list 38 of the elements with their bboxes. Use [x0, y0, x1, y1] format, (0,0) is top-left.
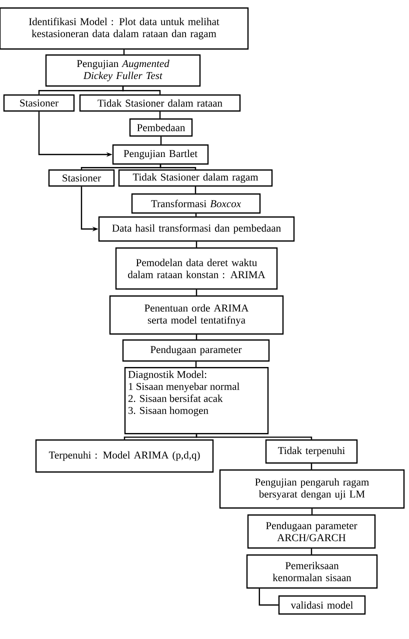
connector	[196, 334, 198, 340]
process-box: Tidak Stasioner dalam ragam	[118, 169, 273, 187]
process-box: Terpenuhi : Model ARIMA (p,d,q)	[35, 439, 214, 473]
connector	[196, 434, 312, 440]
connector	[196, 242, 198, 248]
process-box: Diagnostik Model: 1 Sisaan menyebar normal 2. Sisaan bersifat acak 3. Sisaan homogen	[124, 367, 269, 434]
process-box: Pengujian Bartlet	[112, 144, 209, 165]
connector	[123, 50, 125, 54]
connector	[160, 136, 162, 144]
process-box: Pendugaan parameter ARCH/GARCH	[247, 514, 376, 549]
process-box: Stasioner	[48, 169, 115, 187]
connector	[80, 164, 162, 170]
connector	[310, 464, 312, 470]
process-box: Pemeriksaan kenormalan sisaan	[246, 554, 378, 589]
process-box: Identifikasi Model : Plot data untuk melihat kestasioneran data dalam rataan dan ragam	[0, 7, 249, 50]
connector	[258, 588, 278, 606]
process-box: Tidak Stasioner dalam rataan	[79, 94, 241, 112]
connector	[194, 186, 196, 194]
process-box: validasi model	[278, 595, 366, 615]
connector	[195, 214, 197, 216]
connector	[122, 86, 161, 94]
process-box: Pemodelan data deret waktu dalam rataan konstan : ARIMA	[115, 247, 278, 290]
connector	[124, 434, 198, 440]
connector	[310, 548, 312, 554]
connector	[160, 164, 196, 170]
process-box: Tidak terpenuhi	[265, 439, 358, 464]
connector	[195, 362, 197, 367]
process-box: Penentuan orde ARIMA serta model tentatifnya	[109, 295, 284, 335]
connector	[196, 290, 198, 296]
process-box: Pendugaan parameter	[122, 339, 270, 362]
process-box: Pengujian pengaruh ragam bersyarat dengan uji LM	[219, 469, 405, 509]
connector	[311, 508, 313, 514]
process-box: Stasioner	[3, 94, 75, 112]
connector	[159, 112, 161, 118]
process-box: Transformasi Boxcox	[131, 193, 261, 214]
process-box: Pengujian Augmented Dickey Fuller Test	[45, 54, 201, 87]
process-box: Data hasil transformasi dan pembedaan	[98, 216, 295, 242]
process-box: Pembedaan	[129, 118, 193, 137]
